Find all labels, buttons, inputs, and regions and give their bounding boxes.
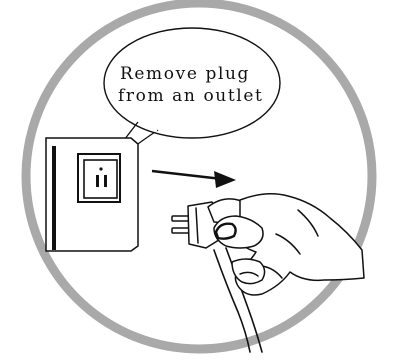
instruction-line-1: Remove plug xyxy=(120,64,250,84)
wall-outlet-icon xyxy=(46,138,138,251)
instruction-line-2: from an outlet xyxy=(118,86,263,106)
